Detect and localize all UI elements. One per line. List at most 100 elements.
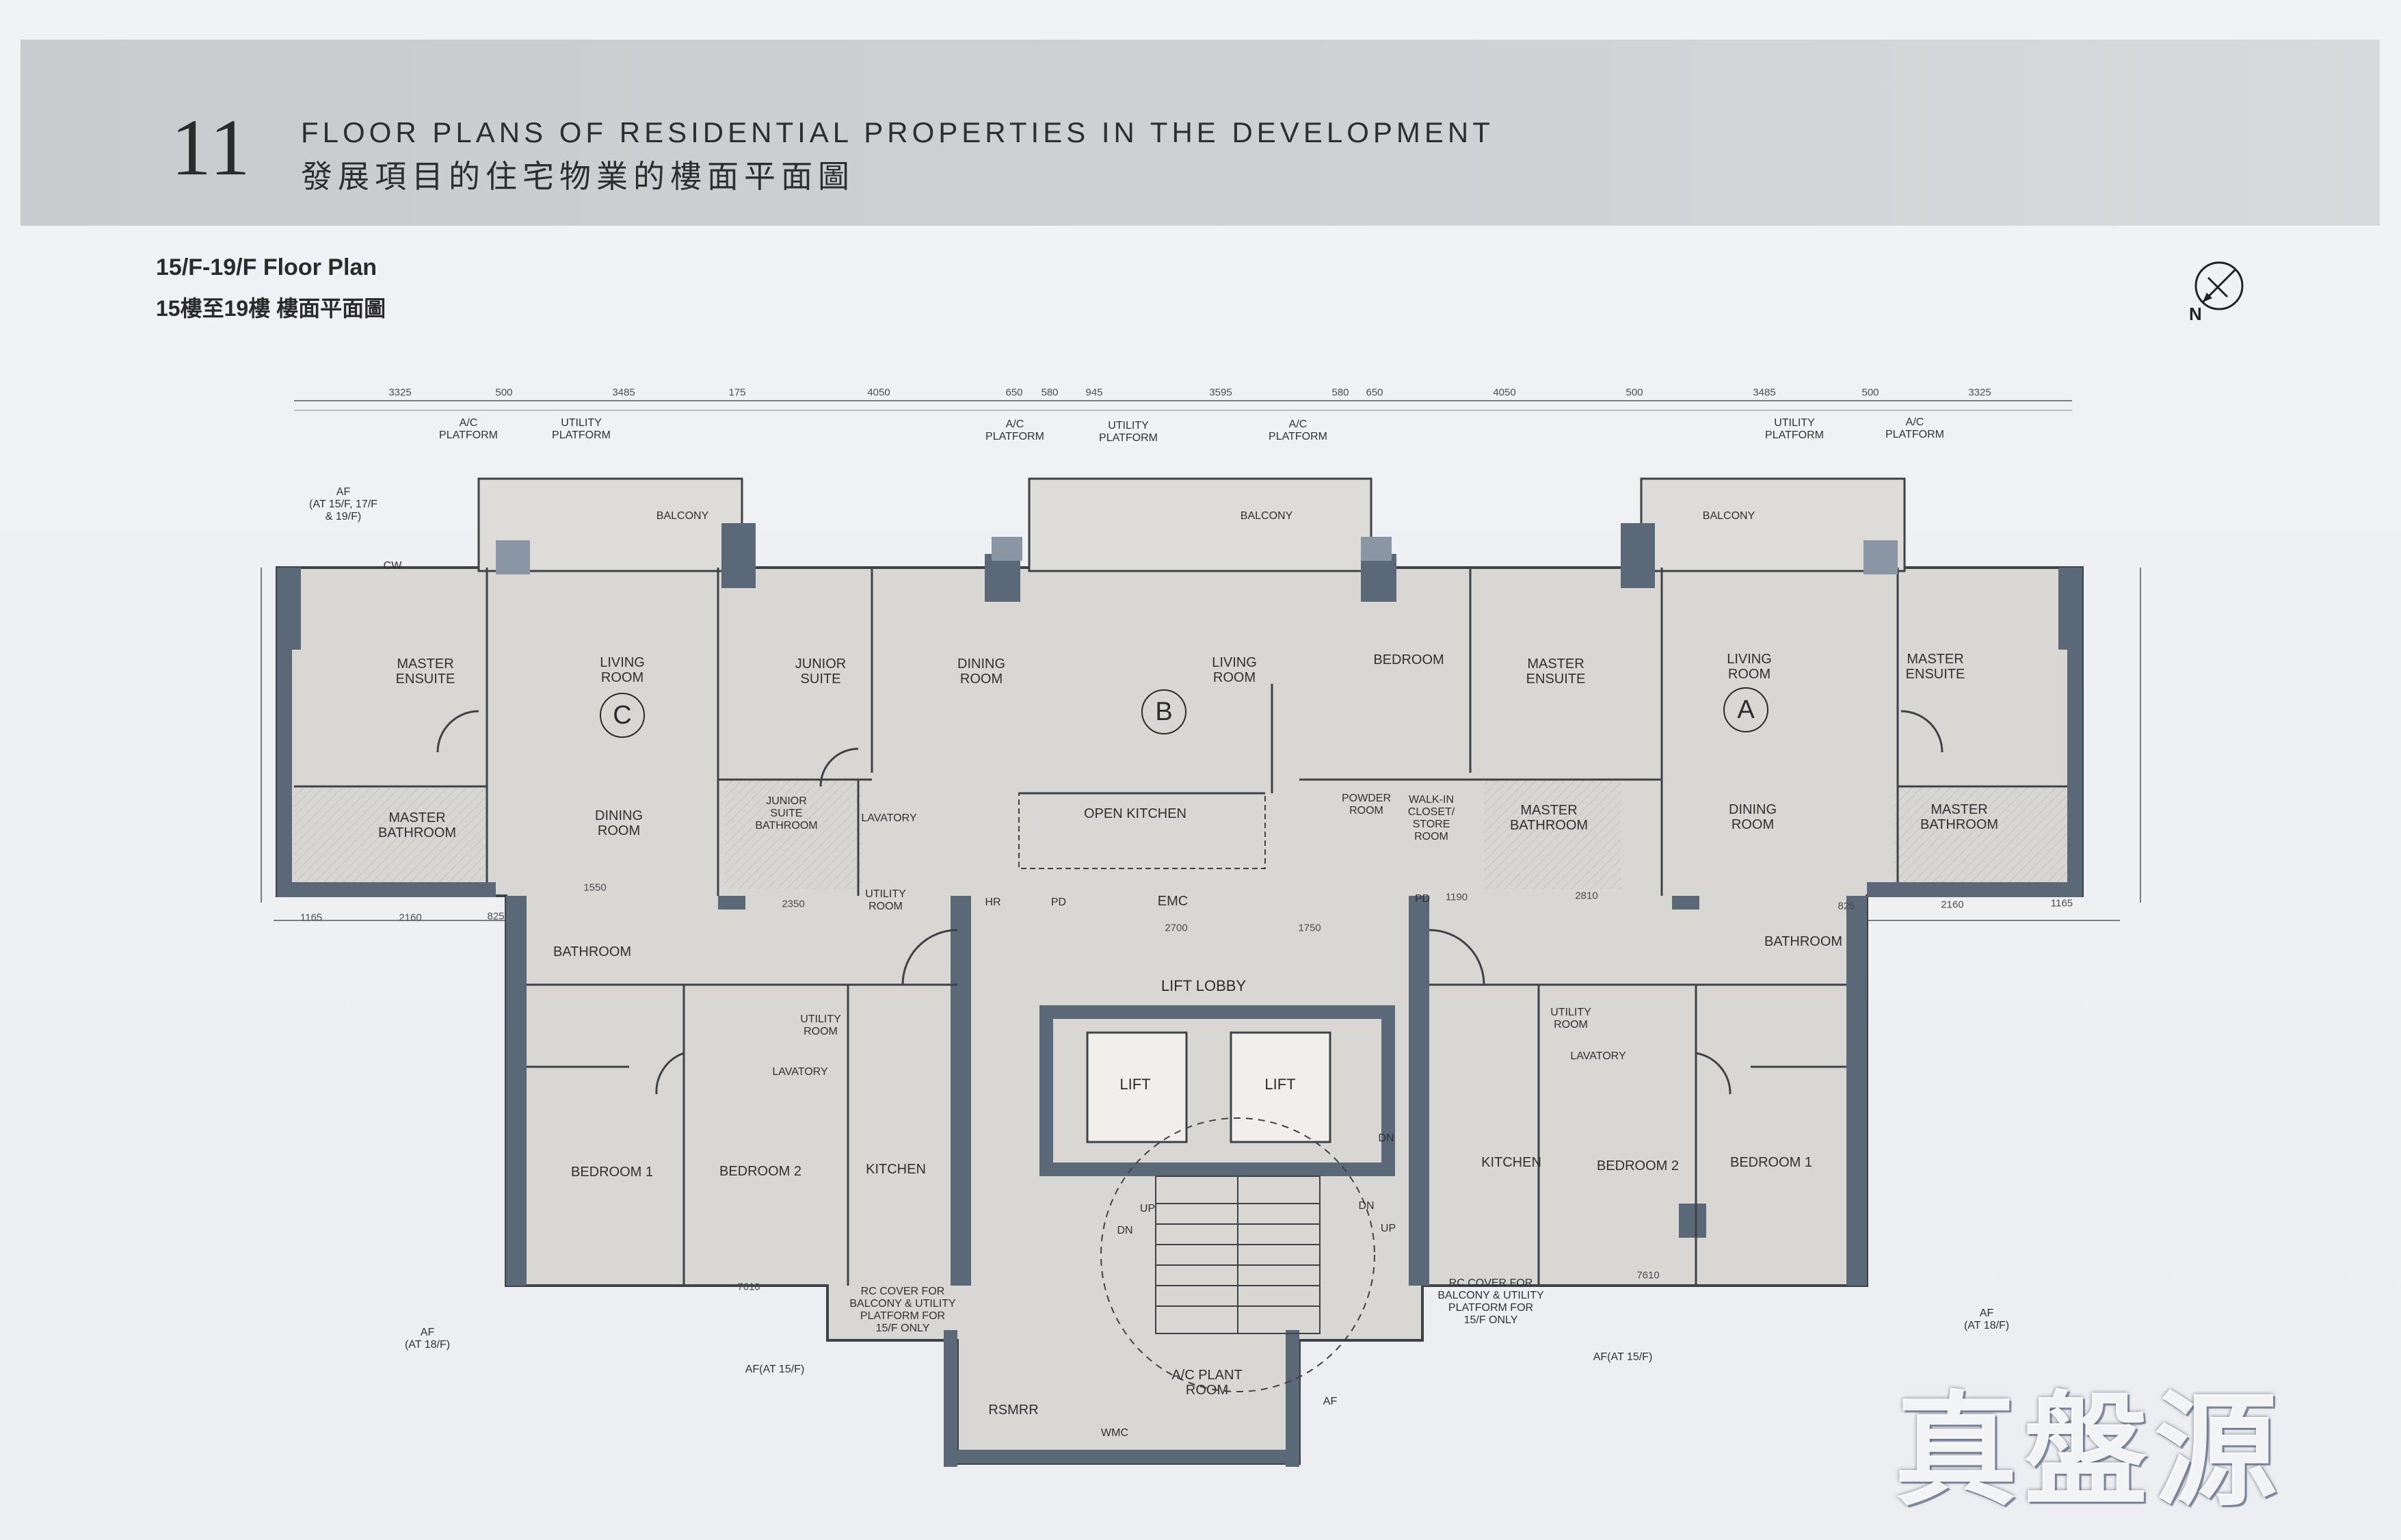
bottom-dimension-value: 825 (1838, 900, 1855, 912)
b-junior-suite-label: JUNIOR SUITE (795, 656, 847, 687)
top-dimension-value: 580 (1041, 386, 1059, 399)
bottom-dimension-value: 1550 (583, 881, 607, 894)
top-dimension-value: 3595 (1209, 386, 1232, 399)
c-living-room-label: LIVING ROOM (600, 655, 645, 685)
af-15f-left-note: AF(AT 15/F) (745, 1364, 805, 1375)
bottom-dimension-value: 2160 (399, 912, 422, 924)
a-master-ensuite-label: MASTER ENSUITE (1905, 652, 1965, 682)
a-dining-room-label: DINING ROOM (1729, 802, 1777, 832)
c-balcony-label: BALCONY (656, 510, 709, 522)
north-label: N (2189, 304, 2202, 324)
north-arrow: N (2189, 258, 2246, 327)
b-open-kitchen-label: OPEN KITCHEN (1083, 806, 1187, 821)
a-master-ensuite-b-label: MASTER ENSUITE (1526, 656, 1586, 687)
b-lavatory-label: LAVATORY (861, 812, 917, 824)
top-dimension-value: 3325 (388, 386, 412, 399)
top-dimension-value: 500 (495, 386, 513, 399)
b-junior-bathroom-tile (725, 780, 862, 889)
section-banner (21, 40, 2380, 226)
a-utility-room-label: UTILITY ROOM (1550, 1007, 1591, 1031)
floor-plan-title-zh: 15樓至19樓 樓面平面圖 (156, 296, 386, 321)
c-master-bathroom-tile (294, 786, 486, 882)
b-utility-room-label: UTILITY ROOM (865, 888, 906, 912)
rc-cover-right-note: RC COVER FOR BALCONY & UTILITY PLATFORM … (1437, 1277, 1544, 1326)
section-title-zh: 發展項目的住宅物業的樓面平面圖 (301, 159, 855, 194)
b-junior-suite-bathroom-label: JUNIOR SUITE BATHROOM (755, 795, 818, 832)
emc-label: EMC (1157, 894, 1189, 909)
top-dimension-value: 580 (1331, 386, 1349, 399)
unit-b-marker: B (1141, 689, 1186, 734)
af-18f-left-note: AF (AT 18/F) (404, 1327, 451, 1351)
top-dimension-value: 175 (728, 386, 746, 399)
b-ac-platform-box-1 (992, 537, 1022, 561)
c-master-ensuite-label: MASTER ENSUITE (395, 656, 455, 687)
a-master-bathroom-b-label: MASTER BATHROOM (1509, 803, 1589, 833)
a-bedroom1-label: BEDROOM 1 (1729, 1155, 1813, 1170)
unit-c-marker: C (600, 693, 645, 738)
section-number: 11 (171, 103, 252, 192)
a-bathroom-label: BATHROOM (1764, 934, 1843, 949)
top-dimension-value: 500 (1861, 386, 1879, 399)
b-balcony (1028, 477, 1372, 572)
wmc-label: WMC (1101, 1427, 1128, 1439)
af-core-note: AF (1323, 1396, 1338, 1407)
b-balcony-label: BALCONY (1240, 510, 1293, 522)
c-ac-platform-note: A/C PLATFORM (439, 417, 498, 441)
rsmrr-label: RSMRR (988, 1403, 1039, 1418)
c-utility-platform-note: UTILITY PLATFORM (552, 417, 611, 441)
c-utility-room-label: UTILITY ROOM (800, 1013, 841, 1037)
b-living-room-label: LIVING ROOM (1212, 655, 1257, 685)
stair-up-2: UP (1380, 1223, 1396, 1234)
open-kitchen-counter (1018, 793, 1266, 869)
rc-cover-left-note: RC COVER FOR BALCONY & UTILITY PLATFORM … (849, 1286, 956, 1334)
top-dimension-value: 500 (1626, 386, 1643, 399)
b-walk-in-closet-label: WALK-IN CLOSET/ STORE ROOM (1407, 794, 1455, 842)
af-18f-right-note: AF (AT 18/F) (1963, 1307, 2010, 1331)
stair-down-3: DN (1378, 1132, 1394, 1144)
a-master-bathroom-tile (1894, 786, 2079, 882)
top-dimension-value: 3485 (612, 386, 635, 399)
bottom-dimension-value: 1165 (300, 912, 323, 924)
a-balcony-label: BALCONY (1702, 510, 1755, 522)
top-dimension-value: 650 (1005, 386, 1023, 399)
a-ac-platform-box (1863, 540, 1898, 574)
a-utility-platform-note: UTILITY PLATFORM (1765, 417, 1824, 441)
c-lavatory-label: LAVATORY (772, 1066, 828, 1078)
structural-walls (277, 523, 2082, 1467)
bottom-dimension-value: 7610 (1636, 1269, 1660, 1282)
watermark: 真盤源 (1894, 1383, 2285, 1520)
c-bathroom-label: BATHROOM (553, 944, 632, 959)
af-note-15-17-19: AF (AT 15/F, 17/F & 19/F) (309, 486, 377, 522)
section-title-en: FLOOR PLANS OF RESIDENTIAL PROPERTIES IN… (301, 116, 1494, 148)
c-kitchen-label: KITCHEN (866, 1162, 926, 1177)
lift-lobby-label: LIFT LOBBY (1160, 977, 1247, 994)
partitions (294, 568, 2067, 1286)
b-ac-platform-box-2 (1361, 537, 1392, 561)
top-dimension-value: 3325 (1968, 386, 1991, 399)
b-powder-room-label: POWDER ROOM (1342, 793, 1391, 817)
ac-plant-room-label: A/C PLANT ROOM (1171, 1368, 1243, 1398)
a-living-room-label: LIVING ROOM (1727, 652, 1772, 682)
lift-1-label: LIFT (1119, 1076, 1151, 1093)
bottom-dimension-value: 2700 (1165, 922, 1188, 934)
cw-note: CW (383, 560, 402, 572)
c-dining-room-label: DINING ROOM (595, 808, 643, 838)
c-bedroom1-label: BEDROOM 1 (570, 1165, 654, 1180)
b-ac-platform-note-2: A/C PLATFORM (1269, 419, 1327, 442)
pd-1-label: PD (1050, 897, 1067, 908)
top-dimension-value: 650 (1366, 386, 1383, 399)
bottom-dimension-value: 2160 (1941, 899, 1964, 911)
top-dimension-value: 3485 (1753, 386, 1776, 399)
bottom-dimension-value: 2350 (782, 898, 805, 910)
b-dining-room-label: DINING ROOM (957, 656, 1005, 687)
c-ac-platform-box (496, 540, 530, 574)
bottom-dimension-value: 1750 (1298, 922, 1321, 934)
stair-up-1: UP (1139, 1203, 1156, 1214)
stair-down-1: DN (1117, 1225, 1133, 1236)
north-arrow-icon (2194, 261, 2244, 310)
c-master-bathroom-label: MASTER BATHROOM (377, 810, 457, 840)
bottom-dimension-value: 7610 (737, 1281, 760, 1293)
a-ac-platform-note: A/C PLATFORM (1885, 416, 1944, 440)
b-ac-platform-note: A/C PLATFORM (985, 419, 1044, 442)
